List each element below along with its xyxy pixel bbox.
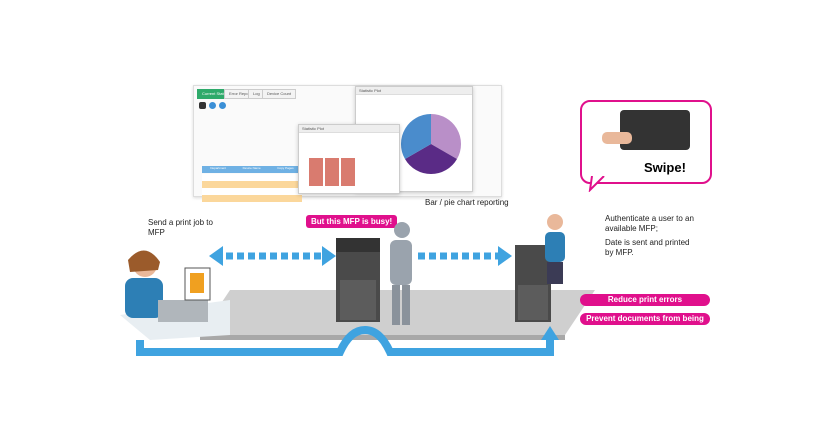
pie-slice	[405, 144, 457, 175]
hand-illustration	[602, 132, 632, 144]
data-table: Department Device Name Copy Pages	[202, 166, 302, 208]
bar	[341, 158, 355, 186]
bar-chart-window: Statistic Plot	[298, 124, 400, 194]
window-title: Statistic Plot	[356, 87, 472, 95]
pie-chart	[400, 113, 462, 175]
chart-caption: Bar / pie chart reporting	[425, 198, 509, 207]
bar	[309, 158, 323, 186]
benefit-prevent-left: Prevent documents from being left	[580, 313, 710, 335]
auth-caption-1: Authenticate a user to an available MFP;	[605, 214, 694, 233]
pie-slice	[400, 113, 431, 159]
send-caption: Send a print job to MFP	[148, 218, 213, 237]
return-arrow	[136, 325, 554, 356]
col-header: Device Name	[242, 166, 261, 170]
refresh-icon[interactable]	[209, 102, 216, 109]
col-header: Copy Pages	[277, 166, 294, 170]
col-header: Department	[210, 166, 226, 170]
bar	[325, 158, 339, 186]
swipe-bubble: Swipe!	[580, 100, 712, 184]
busy-bubble: But this MFP is busy!	[306, 215, 398, 228]
print-icon[interactable]	[199, 102, 206, 109]
window-title: Statistic Plot	[299, 125, 399, 133]
benefit-reduce-errors: Reduce print errors	[580, 294, 710, 306]
tab-device-count[interactable]: Device Count	[262, 89, 297, 99]
card-reader-illustration	[620, 110, 690, 150]
pie-slice	[431, 113, 462, 159]
auth-caption-2: Date is sent and printed by MFP.	[605, 238, 690, 257]
swipe-label: Swipe!	[644, 160, 686, 175]
export-icon[interactable]	[219, 102, 226, 109]
bubble-tail	[588, 176, 605, 192]
